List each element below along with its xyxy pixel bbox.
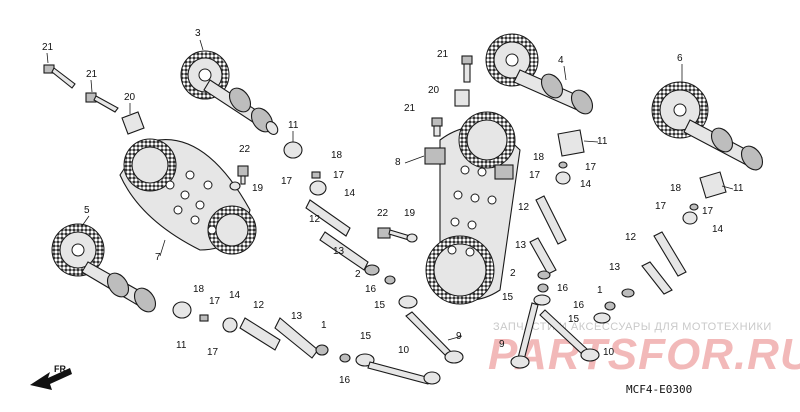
front-label: FR. xyxy=(54,364,69,374)
camshaft-3 xyxy=(180,50,279,135)
callout-3: 3 xyxy=(195,28,201,39)
callout-12: 12 xyxy=(309,214,321,225)
leader-lines xyxy=(46,39,734,341)
front-direction-marker: FR. xyxy=(30,364,72,390)
callout-21: 21 xyxy=(404,103,416,114)
callout-11: 11 xyxy=(597,136,608,147)
callout-11: 11 xyxy=(176,340,187,351)
diagram-code: MCF4-E0300 xyxy=(626,383,692,396)
callout-17: 17 xyxy=(207,347,219,358)
collar-20-center xyxy=(454,89,470,107)
callout-15: 15 xyxy=(502,292,514,303)
watermark: ЗАПЧАСТИ И АКСЕССУАРЫ ДЛЯ МОТОТЕХНИКИ PA… xyxy=(488,321,800,379)
callout-17: 17 xyxy=(529,170,541,181)
callout-6: 6 xyxy=(677,53,683,64)
callout-17: 17 xyxy=(585,162,597,173)
callout-labels: 21 21 20 3 11 22 18 17 17 19 14 12 13 2 … xyxy=(42,28,744,386)
callout-12: 12 xyxy=(518,202,530,213)
valve-train-left-upper xyxy=(283,141,464,364)
callout-22: 22 xyxy=(377,208,389,219)
callout-14: 14 xyxy=(712,224,724,235)
callout-18: 18 xyxy=(193,284,205,295)
callout-13: 13 xyxy=(333,246,345,257)
callout-9: 9 xyxy=(499,339,505,350)
valve-train-center-right xyxy=(510,129,600,369)
callout-5: 5 xyxy=(84,205,90,216)
collar-20-left xyxy=(121,111,145,135)
callout-15: 15 xyxy=(374,300,386,311)
callout-17: 17 xyxy=(702,206,714,217)
callout-21: 21 xyxy=(86,69,98,80)
bolt-21-a xyxy=(43,64,76,89)
bolt-21-b xyxy=(85,92,119,113)
callout-16: 16 xyxy=(557,283,569,294)
callout-16: 16 xyxy=(365,284,377,295)
callout-18: 18 xyxy=(670,183,682,194)
callout-11: 11 xyxy=(733,183,744,194)
callout-14: 14 xyxy=(229,290,241,301)
cam-chain-guide-7 xyxy=(119,138,257,255)
callout-18: 18 xyxy=(533,152,545,163)
callout-21: 21 xyxy=(437,49,449,60)
bolt-21-center-low xyxy=(431,117,443,137)
callout-2: 2 xyxy=(510,268,516,279)
callout-17: 17 xyxy=(655,201,667,212)
callout-17: 17 xyxy=(209,296,221,307)
bolt-21-center-top xyxy=(461,55,473,83)
callout-12: 12 xyxy=(253,300,265,311)
callout-14: 14 xyxy=(344,188,356,199)
callout-18: 18 xyxy=(331,150,343,161)
callout-15: 15 xyxy=(568,314,580,325)
bolt-22-left xyxy=(229,165,249,191)
watermark-brand: PARTSFOR.RU xyxy=(488,330,800,379)
callout-17: 17 xyxy=(333,170,345,181)
callout-13: 13 xyxy=(515,240,527,251)
callout-2: 2 xyxy=(355,269,361,280)
callout-8: 8 xyxy=(395,157,401,168)
callout-7: 7 xyxy=(155,252,161,263)
camshaft-4 xyxy=(485,33,594,115)
callout-17: 17 xyxy=(281,176,293,187)
callout-14: 14 xyxy=(580,179,592,190)
callout-10: 10 xyxy=(603,347,615,358)
callout-16: 16 xyxy=(573,300,585,311)
callout-20: 20 xyxy=(428,85,440,96)
callout-13: 13 xyxy=(291,311,303,322)
callout-4: 4 xyxy=(558,55,564,66)
camshaft-6 xyxy=(651,81,764,171)
cam-chain-guide-8 xyxy=(424,111,521,305)
callout-12: 12 xyxy=(625,232,637,243)
callout-1: 1 xyxy=(321,320,327,331)
callout-16: 16 xyxy=(339,375,351,386)
callout-19: 19 xyxy=(252,183,264,194)
camshaft-5 xyxy=(51,223,157,313)
callout-15: 15 xyxy=(360,331,372,342)
callout-21: 21 xyxy=(42,42,54,53)
callout-13: 13 xyxy=(609,262,621,273)
callout-10: 10 xyxy=(398,345,410,356)
callout-1: 1 xyxy=(597,285,603,296)
callout-11: 11 xyxy=(288,120,299,131)
callout-19: 19 xyxy=(404,208,416,219)
bolt-22-center xyxy=(377,227,418,243)
valve-train-left-lower xyxy=(172,301,441,385)
callout-22: 22 xyxy=(239,144,251,155)
valve-train-right xyxy=(593,171,727,324)
callout-20: 20 xyxy=(124,92,136,103)
